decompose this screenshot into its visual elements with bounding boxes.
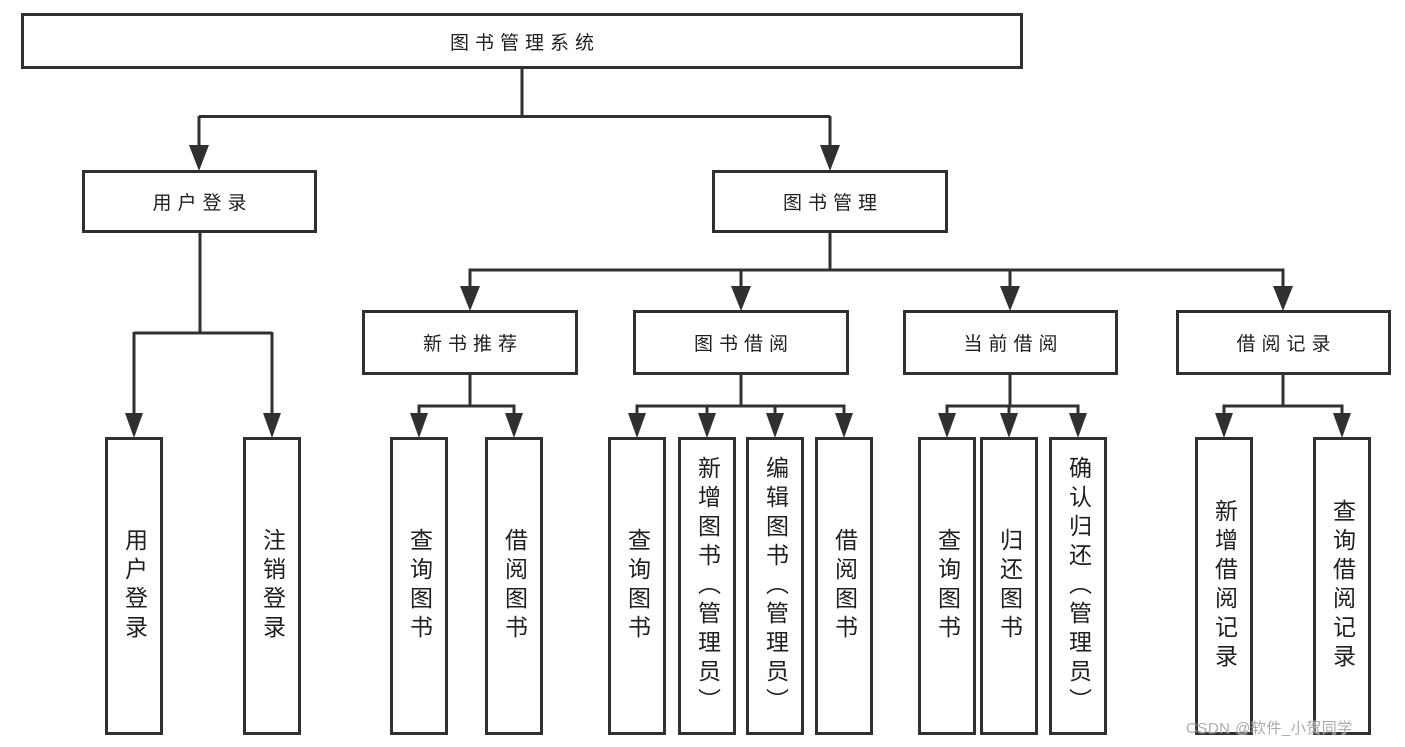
leaf-query-books-current-label: 查询图书 — [934, 528, 961, 644]
leaf-confirm-return-admin: 确认归还（管理员） — [1049, 437, 1107, 735]
node-borrow-record: 借阅记录 — [1176, 310, 1391, 375]
leaf-logout: 注销登录 — [243, 437, 301, 735]
node-current-borrow-label: 当前借阅 — [963, 334, 1064, 355]
leaf-return-book: 归还图书 — [980, 437, 1038, 735]
leaf-query-books-borrow-label: 查询图书 — [624, 528, 651, 644]
leaf-query-books-recommend: 查询图书 — [390, 437, 448, 735]
leaf-return-book-label: 归还图书 — [996, 528, 1023, 644]
leaf-logout-label: 注销登录 — [259, 528, 286, 644]
leaf-add-book-admin: 新增图书（管理员） — [678, 437, 736, 735]
leaf-user-login: 用户登录 — [105, 437, 163, 735]
node-current-borrow: 当前借阅 — [903, 310, 1118, 375]
arrowheads — [125, 145, 1351, 438]
node-book-management-label: 图书管理 — [782, 193, 883, 214]
node-book-borrow: 图书借阅 — [633, 310, 849, 375]
leaf-query-books-current: 查询图书 — [918, 437, 976, 735]
leaf-borrow-books-recommend: 借阅图书 — [485, 437, 543, 735]
leaf-query-books-recommend-label: 查询图书 — [406, 528, 433, 644]
leaf-user-login-label: 用户登录 — [121, 528, 148, 644]
leaf-borrow-books-label: 借阅图书 — [831, 528, 858, 644]
leaf-add-borrow-record-label: 新增借阅记录 — [1211, 499, 1238, 673]
node-root-system-label: 图书管理系统 — [449, 32, 600, 54]
leaf-edit-book-admin: 编辑图书（管理员） — [746, 437, 804, 735]
leaf-query-borrow-record-label: 查询借阅记录 — [1329, 499, 1356, 673]
watermark: CSDN @软件_小贺同学 — [1186, 720, 1353, 737]
leaf-edit-book-admin-label: 编辑图书（管理员） — [762, 455, 789, 717]
leaf-confirm-return-admin-label: 确认归还（管理员） — [1065, 455, 1092, 717]
node-book-management: 图书管理 — [712, 170, 948, 233]
node-user-login-label: 用户登录 — [152, 193, 253, 214]
leaf-borrow-books: 借阅图书 — [815, 437, 873, 735]
node-book-borrow-label: 图书借阅 — [693, 334, 794, 355]
node-new-book-recommend-label: 新书推荐 — [422, 334, 523, 355]
node-borrow-record-label: 借阅记录 — [1236, 334, 1337, 355]
node-user-login: 用户登录 — [82, 170, 317, 233]
leaf-query-books-borrow: 查询图书 — [608, 437, 666, 735]
node-root-system: 图书管理系统 — [21, 13, 1023, 69]
leaf-add-book-admin-label: 新增图书（管理员） — [694, 455, 721, 717]
node-new-book-recommend: 新书推荐 — [362, 310, 578, 375]
leaf-add-borrow-record: 新增借阅记录 — [1195, 437, 1253, 735]
leaf-query-borrow-record: 查询借阅记录 — [1313, 437, 1371, 735]
leaf-borrow-books-recommend-label: 借阅图书 — [501, 528, 528, 644]
